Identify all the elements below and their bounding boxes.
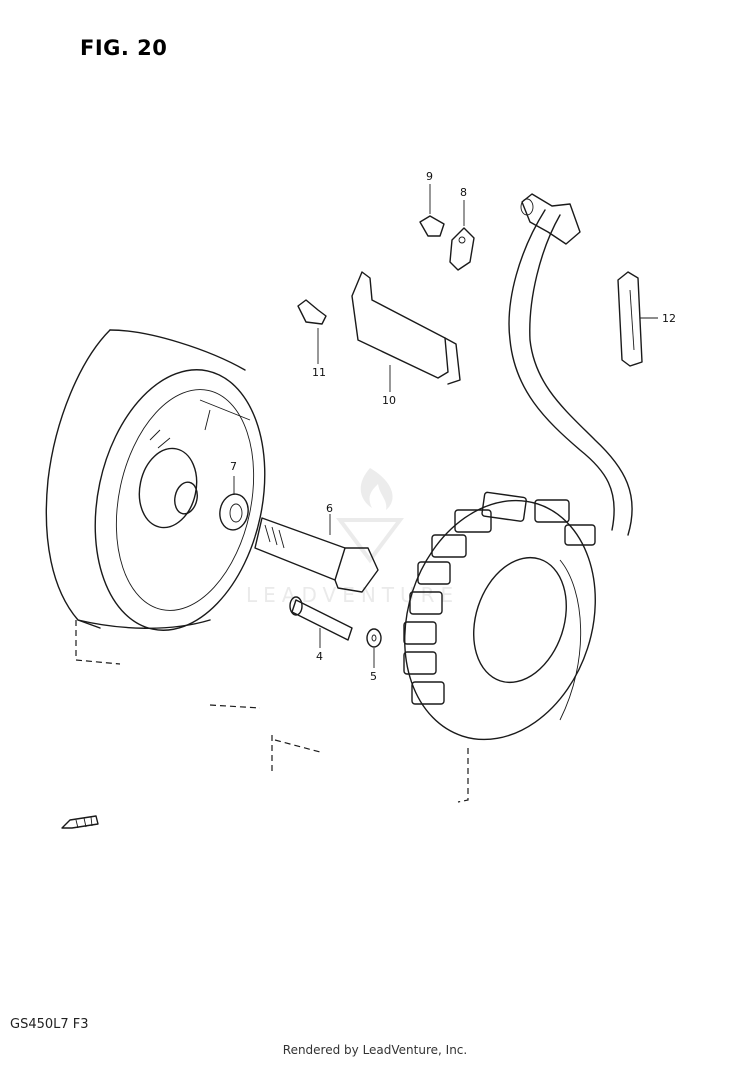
callout-11: 11 — [312, 366, 326, 379]
stator — [271, 491, 596, 803]
callout-8: 8 — [460, 186, 467, 199]
wire-clamp-band — [617, 271, 643, 367]
washer — [219, 493, 249, 531]
fig-title: FIG. 20 — [80, 36, 168, 60]
watermark: LEADVENTURE — [246, 468, 459, 607]
front-arrow-icon — [61, 815, 99, 829]
lead-clamp — [449, 227, 475, 271]
callout-7: 7 — [230, 460, 237, 473]
leader-lines — [233, 184, 658, 668]
clamp-screw — [419, 215, 445, 237]
stator-screw — [289, 596, 353, 641]
callout-10: 10 — [382, 394, 396, 407]
callout-12: 12 — [662, 312, 676, 325]
lead-wire — [508, 193, 633, 536]
watermark-text: LEADVENTURE — [246, 583, 459, 607]
callout-6: 6 — [326, 502, 333, 515]
callout-labels: 4 5 6 7 8 9 10 11 12 — [230, 170, 676, 683]
watermark-v-icon — [336, 518, 404, 564]
rotor-bolt — [254, 517, 379, 593]
footer-credit: Rendered by LeadVenture, Inc. — [282, 1043, 468, 1057]
wire-guide-plate — [351, 271, 461, 385]
watermark-flame-icon — [360, 468, 393, 510]
rotor — [45, 329, 266, 709]
stator-washer — [366, 628, 382, 648]
callout-9: 9 — [426, 170, 433, 183]
callout-4: 4 — [316, 650, 323, 663]
callout-5: 5 — [370, 670, 377, 683]
model-code: GS450L7 F3 — [10, 1017, 89, 1032]
plate-screw — [297, 299, 327, 325]
